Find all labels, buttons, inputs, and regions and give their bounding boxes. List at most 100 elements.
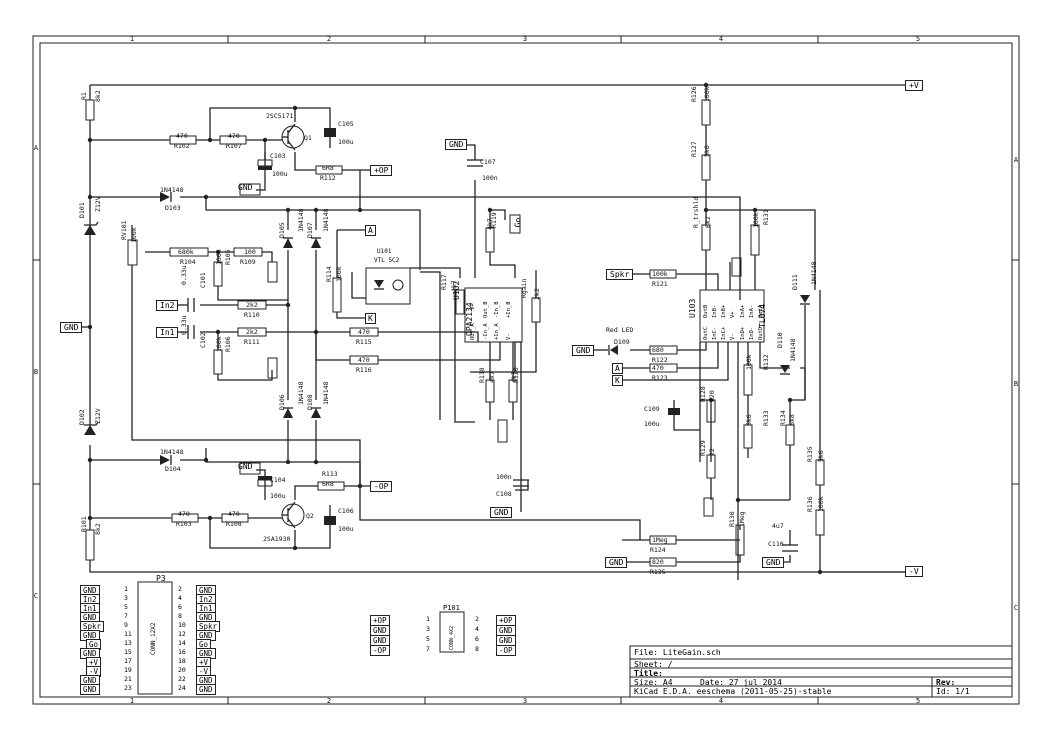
p3-pin-number: 12 — [178, 630, 186, 638]
r1-ref: R1 — [80, 92, 88, 100]
u103-pin-name: OutB — [703, 304, 709, 318]
p3-pin-number: 24 — [178, 684, 186, 692]
net-label-spkr[interactable]: Spkr — [606, 269, 634, 280]
u103-pin-name: InA+ — [740, 304, 746, 318]
net-label-gnd-c108[interactable]: GND — [490, 507, 513, 518]
r113-ref: R113 — [322, 470, 338, 478]
net-label-a-u103[interactable]: A — [612, 363, 623, 374]
r125-value: 820 — [652, 558, 664, 566]
net-label-gnd-c110[interactable]: GND — [762, 557, 785, 568]
net-label-op-neg[interactable]: -OP — [370, 481, 393, 492]
sheet-frame: 1 2 3 4 5 1 2 3 4 5 A B C A B C — [32, 35, 1020, 705]
d106-ref: D106 — [278, 394, 286, 410]
p101-pin-number: 7 — [426, 645, 430, 653]
c104-ref: C104 — [270, 476, 286, 484]
r132-ref: R132 — [762, 354, 770, 370]
d109-ref: D109 — [614, 338, 630, 346]
wires — [78, 84, 905, 580]
r112-value: 6R8 — [322, 164, 334, 172]
p3-pin-number: 4 — [178, 594, 182, 602]
r122-ref: R122 — [652, 356, 668, 364]
p3-ref: P3 — [156, 574, 166, 583]
p3-pin-number: 13 — [124, 639, 132, 647]
net-label-gnd-c103[interactable]: GND — [238, 183, 253, 192]
p3-pin-number: 1 — [124, 585, 128, 593]
u101-ref: U101 — [377, 248, 392, 255]
rgain-ref: Rgain — [520, 278, 528, 298]
net-label-in1[interactable]: In1 — [156, 327, 179, 338]
col-label-top: 2 — [327, 35, 331, 43]
d107-ref: D107 — [306, 222, 314, 238]
c101-value: 0.33u — [180, 265, 188, 285]
net-label-gnd-d109[interactable]: GND — [572, 345, 595, 356]
r117-ref: R117 — [440, 274, 448, 290]
rv101-ref: RV101 — [120, 220, 128, 240]
net-label-gnd[interactable]: GND — [60, 322, 83, 333]
net-label-gnd-r124[interactable]: GND — [605, 557, 628, 568]
net-label-gnd-c104[interactable]: GND — [238, 462, 253, 471]
d104-ref: D104 — [165, 465, 181, 473]
u102-pin-name: OUT_A — [470, 323, 476, 340]
r122-value: 680 — [652, 346, 664, 354]
col-label-bottom: 2 — [327, 697, 331, 705]
p101-pin-label[interactable]: -OP — [370, 645, 390, 656]
u103-pin-name: InB- — [712, 304, 718, 318]
r129-ref: R129 — [699, 440, 707, 456]
net-label-neg[interactable]: -V — [905, 566, 923, 577]
c109-value: 100u — [644, 420, 660, 428]
r104-value: 680k — [178, 248, 194, 256]
r135-value: 5k6 — [817, 450, 825, 462]
r109-value: 100 — [244, 248, 256, 256]
c109-ref: C109 — [644, 405, 660, 413]
col-label-bottom: 4 — [719, 697, 723, 705]
col-label-top: 3 — [523, 35, 527, 43]
col-label-top: 4 — [719, 35, 723, 43]
r135-ref: R135 — [806, 446, 814, 462]
r127-ref: R127 — [690, 141, 698, 157]
r101-ref: R101 — [80, 516, 88, 532]
net-label-a[interactable]: A — [365, 225, 376, 236]
r134-ref: R134 — [779, 410, 787, 426]
col-label-top: 5 — [916, 35, 920, 43]
u101-value: VTL 5C2 — [374, 257, 400, 264]
p101-pin-number: 8 — [475, 645, 479, 653]
r133-value: 5k6 — [745, 414, 753, 426]
d111-value: 1N4148 — [810, 261, 818, 285]
net-label-k-u103[interactable]: K — [612, 375, 623, 386]
d109-value: Red LED — [606, 326, 634, 334]
p3-pin-number: 14 — [178, 639, 186, 647]
u102-pin-name: -In_A — [483, 323, 489, 340]
q2-value: 2SA1930 — [263, 535, 291, 543]
u103-pin-name: V- — [730, 333, 736, 340]
net-label-k[interactable]: K — [365, 313, 376, 324]
net-label-op-pos[interactable]: +OP — [370, 165, 393, 176]
r123-ref: R123 — [652, 374, 668, 382]
r115-ref: R115 — [356, 338, 372, 346]
r102-ref: R102 — [174, 142, 190, 150]
title-title: Title: — [634, 669, 663, 678]
net-label-pos[interactable]: +V — [905, 80, 923, 91]
r129-value: 22 — [708, 448, 716, 456]
p101-pin-number: 2 — [475, 615, 479, 623]
net-label-in2[interactable]: In2 — [156, 300, 179, 311]
d103-value: 1N4148 — [160, 186, 184, 194]
r109-ref: R109 — [240, 258, 256, 266]
p101-pin-label[interactable]: -OP — [496, 645, 516, 656]
row-label-left: A — [34, 144, 39, 152]
p3-pin-label[interactable]: GND — [80, 684, 100, 695]
r103-ref: R103 — [176, 520, 192, 528]
r123-value: 470 — [652, 364, 664, 372]
u103-pin-name: OutD — [758, 326, 764, 340]
p3-pin-number: 3 — [124, 594, 128, 602]
r118-value: 4k7 — [488, 371, 496, 383]
u102-pin-name: V- — [506, 333, 512, 340]
transistor-symbols — [281, 123, 305, 529]
r130-ref: R130 — [728, 511, 736, 527]
title-sheet: Sheet: / — [634, 660, 673, 669]
r128-value: 220 — [708, 390, 716, 402]
p3-pin-label[interactable]: GND — [196, 684, 216, 695]
r107-ref: R107 — [226, 142, 242, 150]
resistor-bodies — [85, 99, 825, 567]
net-label-gnd-c107[interactable]: GND — [445, 139, 468, 150]
net-label-go[interactable]: Go — [513, 217, 523, 228]
